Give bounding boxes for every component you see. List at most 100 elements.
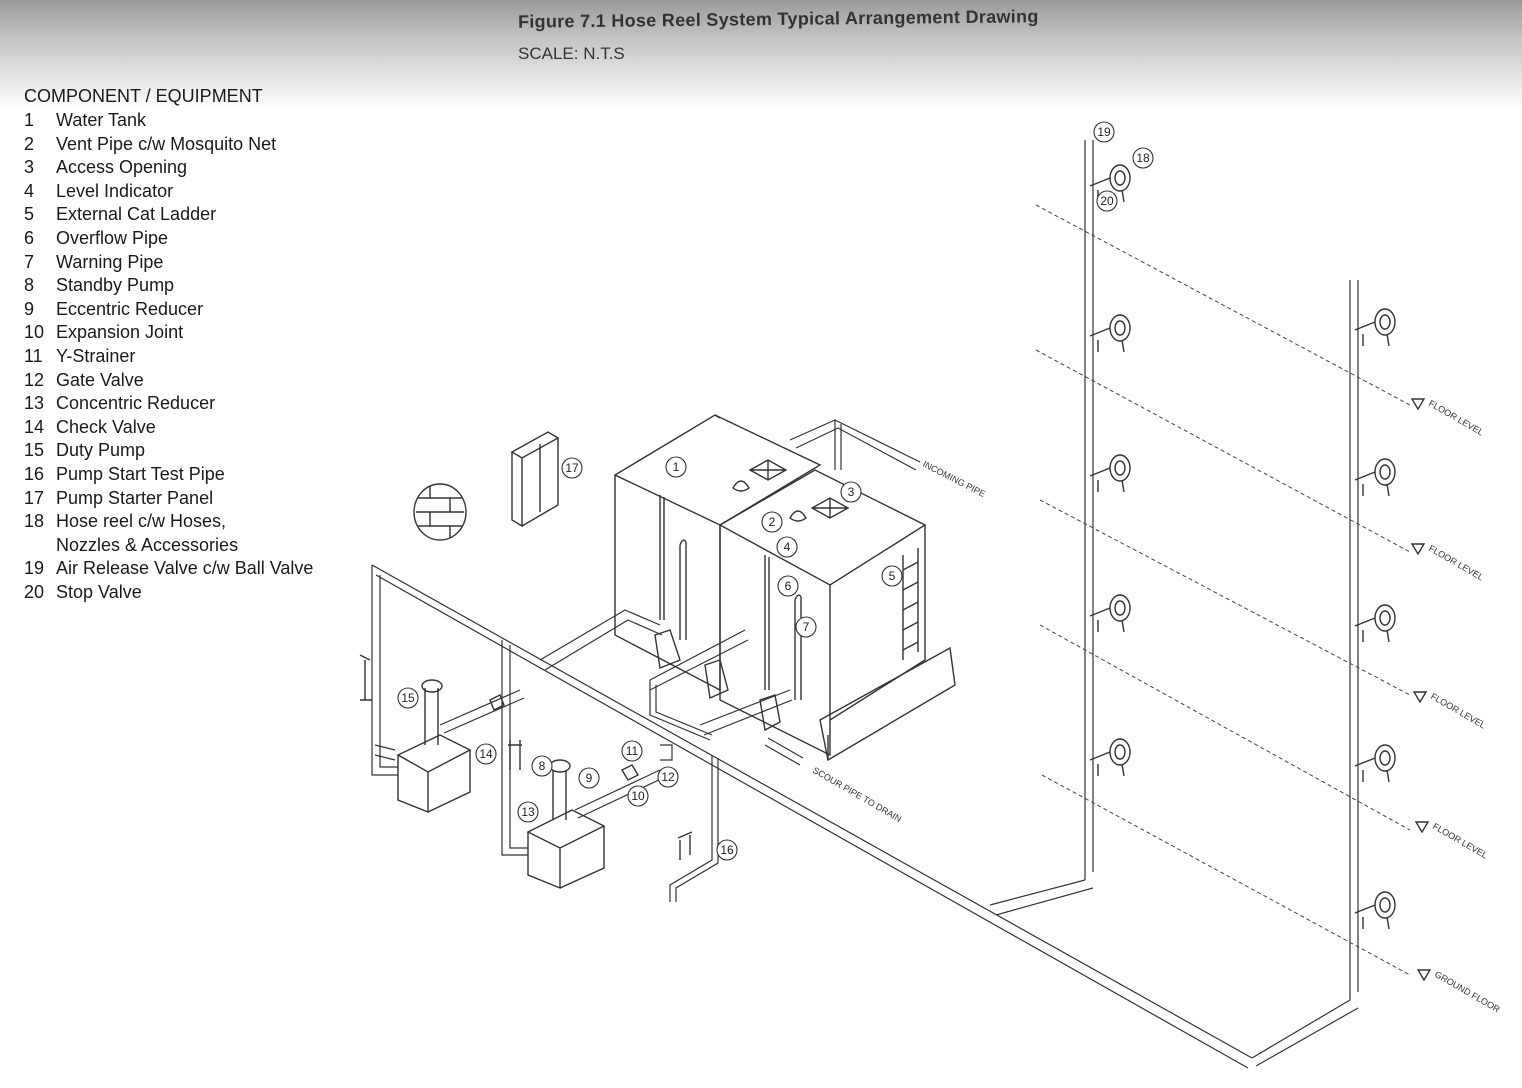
legend-item-number: 20 xyxy=(24,581,45,602)
callout-number: 19 xyxy=(1097,125,1111,139)
level-marker-label: FLOOR LEVEL xyxy=(1429,691,1487,730)
legend-item-number: 4 xyxy=(24,180,35,201)
callout-number: 11 xyxy=(626,744,639,758)
legend-item-label: Nozzles & Accessories xyxy=(56,534,239,555)
callout-15: 15 xyxy=(397,687,419,709)
level-marker-label: FLOOR LEVEL xyxy=(1427,398,1485,437)
tank-outlet-pipes xyxy=(539,609,793,741)
callout-12: 12 xyxy=(657,766,679,788)
level-marker-icon: FLOOR LEVEL xyxy=(1412,691,1487,730)
floor-level-lines xyxy=(1035,204,1411,976)
level-marker-label: FLOOR LEVEL xyxy=(1431,821,1489,860)
callout-8: 8 xyxy=(531,755,553,777)
legend-item-label: Access Opening xyxy=(56,157,188,178)
legend-item-label: Duty Pump xyxy=(56,440,146,461)
hose-reel-icon xyxy=(1089,454,1131,493)
legend-item-label: Vent Pipe c/w Mosquito Net xyxy=(56,133,277,154)
legend-item: 1 Water Tank xyxy=(24,109,313,133)
callout-number: 18 xyxy=(1136,151,1150,165)
legend-item-label: Air Release Valve c/w Ball Valve xyxy=(56,558,314,579)
callout-10: 10 xyxy=(627,785,649,807)
legend-item-label: Expansion Joint xyxy=(56,322,184,343)
legend-item-number: 1 xyxy=(24,110,35,130)
legend-item-label: Standby Pump xyxy=(56,275,175,296)
legend-item-label: Level Indicator xyxy=(56,180,174,201)
legend-item-number: 11 xyxy=(24,345,43,366)
level-indicator-icon xyxy=(659,495,770,690)
legend-item-label: Check Valve xyxy=(56,416,156,437)
callout-number: 14 xyxy=(479,747,493,761)
callout-13: 13 xyxy=(517,801,539,823)
legend-item: 2 Vent Pipe c/w Mosquito Net xyxy=(24,133,313,157)
incoming-pipe: INCOMING PIPE xyxy=(789,419,987,499)
vent-pipe-icon xyxy=(732,480,807,522)
legend-item: 4 Level Indicator xyxy=(24,180,313,204)
legend-item-number: 9 xyxy=(24,298,35,319)
callout-9: 9 xyxy=(578,767,600,789)
callout-7: 7 xyxy=(795,616,817,638)
callout-number: 16 xyxy=(720,843,734,857)
legend-item-number: 16 xyxy=(24,463,45,484)
hose-reel-icon xyxy=(1354,308,1396,347)
wall-patch-icon xyxy=(413,483,467,541)
pump-starter-panel-icon xyxy=(510,431,560,528)
scour-pipe: SCOUR PIPE TO DRAIN xyxy=(764,737,903,824)
legend-item-number: 17 xyxy=(24,487,45,508)
callout-number: 7 xyxy=(803,620,810,634)
hose-reel-icon xyxy=(1354,891,1396,930)
hose-reel-icon xyxy=(1354,458,1396,497)
legend-item-number: 15 xyxy=(24,440,45,461)
legend-item-label: Pump Start Test Pipe xyxy=(56,463,225,484)
legend-item-label: Hose reel c/w Hoses, xyxy=(56,511,227,532)
legend-item: 16 Pump Start Test Pipe xyxy=(24,463,313,487)
callout-number: 15 xyxy=(401,691,415,705)
pump-pipework xyxy=(359,565,673,856)
hose-reel-icon xyxy=(1089,738,1131,777)
legend-item-number: 5 xyxy=(24,204,35,225)
hose-reel-icon xyxy=(1354,744,1396,783)
legend-item-number: 2 xyxy=(24,133,35,154)
legend-item-number: 18 xyxy=(24,511,45,532)
riser-pipes xyxy=(371,140,1359,1069)
callout-number: 20 xyxy=(1100,194,1114,208)
water-tank-front xyxy=(718,469,956,762)
legend-item-number: 10 xyxy=(24,322,45,343)
legend-item: Nozzles & Accessories xyxy=(24,534,313,558)
level-marker-label: GROUND FLOOR xyxy=(1433,969,1502,1015)
legend-item-label: Water Tank xyxy=(56,110,147,130)
callout-17: 17 xyxy=(561,457,583,479)
callout-number: 2 xyxy=(769,515,776,529)
pump-start-test-pipe xyxy=(669,755,719,902)
legend-item-number: 8 xyxy=(24,275,35,296)
callout-number: 9 xyxy=(586,771,593,785)
cat-ladder-icon xyxy=(902,548,919,660)
legend-heading: COMPONENT / EQUIPMENT xyxy=(24,86,263,106)
callout-number: 13 xyxy=(521,805,535,819)
legend-item-number: 12 xyxy=(24,369,45,390)
callout-number: 4 xyxy=(784,540,791,554)
level-marker-icon: GROUND FLOOR xyxy=(1416,969,1502,1015)
callout-number: 12 xyxy=(661,770,675,784)
hose-reel-icon xyxy=(1354,604,1396,643)
callout-18: 18 xyxy=(1132,147,1154,169)
callout-number: 5 xyxy=(889,569,896,583)
callout-3: 3 xyxy=(840,481,862,503)
legend-item-label: Warning Pipe xyxy=(56,251,164,272)
legend-item: 18 Hose reel c/w Hoses, xyxy=(24,510,313,534)
legend-item-label: Overflow Pipe xyxy=(56,227,169,248)
figure-scale: SCALE: N.T.S xyxy=(518,44,625,63)
callout-5: 5 xyxy=(881,565,903,587)
incoming-pipe-label: INCOMING PIPE xyxy=(921,459,987,499)
legend-item-number: 13 xyxy=(24,393,45,414)
